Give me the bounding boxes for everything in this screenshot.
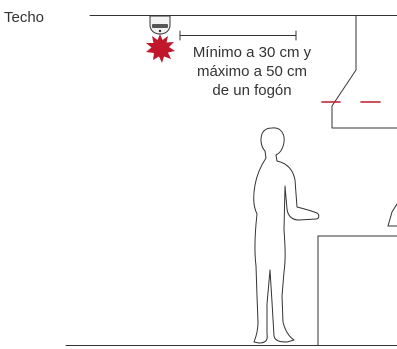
measurement-line: [179, 30, 297, 41]
ceiling-label: Techo: [4, 9, 45, 26]
alarm-burst-icon: [146, 34, 175, 63]
range-hood: [331, 15, 397, 129]
smoke-detector-icon: [149, 15, 171, 35]
person-silhouette-icon: [253, 127, 320, 344]
distance-note-line-1: Mínimo a 30 cm y: [192, 44, 312, 61]
distance-note-line-3: de un fogón: [212, 82, 292, 99]
distance-note-line-2: máximo a 50 cm: [196, 63, 308, 80]
kitchen-counter: [317, 203, 397, 346]
distance-note: Mínimo a 30 cm y máximo a 50 cm de un fo…: [172, 43, 332, 100]
